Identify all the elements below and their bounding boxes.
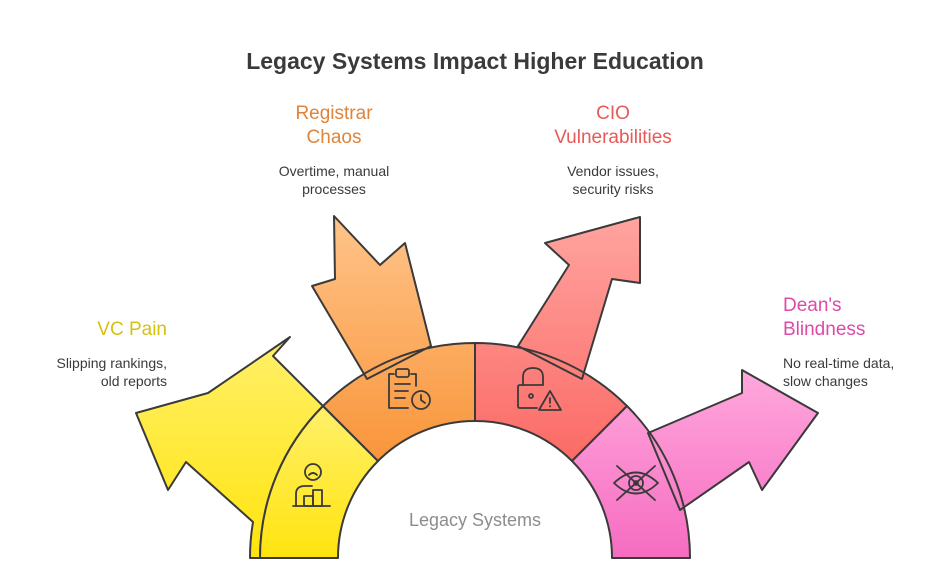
description-line: old reports <box>100 373 167 389</box>
heading-line: Blindness <box>783 319 866 340</box>
branch-description-cio-vulnerabilities: Vendor issues, security risks <box>533 162 693 198</box>
heading-line: Registrar <box>295 103 373 124</box>
eye-crossed-icon <box>613 465 659 501</box>
branch-heading-cio-vulnerabilities: CIO Vulnerabilities <box>523 102 703 150</box>
heading-line: Vulnerabilities <box>554 127 672 148</box>
description-line: security risks <box>572 181 654 197</box>
branch-arrow-deans-blindness <box>571 369 819 559</box>
hub-label: Legacy Systems <box>408 510 542 530</box>
description-line: No real-time data, <box>783 355 895 371</box>
lock-warning-icon <box>517 367 562 411</box>
description-line: Overtime, manual <box>278 163 390 179</box>
branch-heading-registrar-chaos: Registrar Chaos <box>254 102 414 150</box>
heading-line: CIO <box>596 103 630 124</box>
description-line: slow changes <box>783 373 868 389</box>
branch-heading-vc-pain: VC Pain <box>47 318 167 342</box>
branch-description-deans-blindness: No real-time data, slow changes <box>783 354 943 390</box>
description-line: Vendor issues, <box>567 163 659 179</box>
heading-line: VC Pain <box>97 319 167 340</box>
branch-description-registrar-chaos: Overtime, manual processes <box>254 162 414 198</box>
description-line: processes <box>302 181 366 197</box>
user-at-podium-icon <box>292 463 331 507</box>
clipboard-clock-icon <box>388 368 431 410</box>
description-line: Slipping rankings, <box>56 355 167 371</box>
heading-line: Dean's <box>783 295 842 316</box>
branch-heading-deans-blindness: Dean's Blindness <box>783 294 933 342</box>
branch-description-vc-pain: Slipping rankings, old reports <box>27 354 167 390</box>
page-title: Legacy Systems Impact Higher Education <box>246 48 704 74</box>
heading-line: Chaos <box>306 127 362 148</box>
